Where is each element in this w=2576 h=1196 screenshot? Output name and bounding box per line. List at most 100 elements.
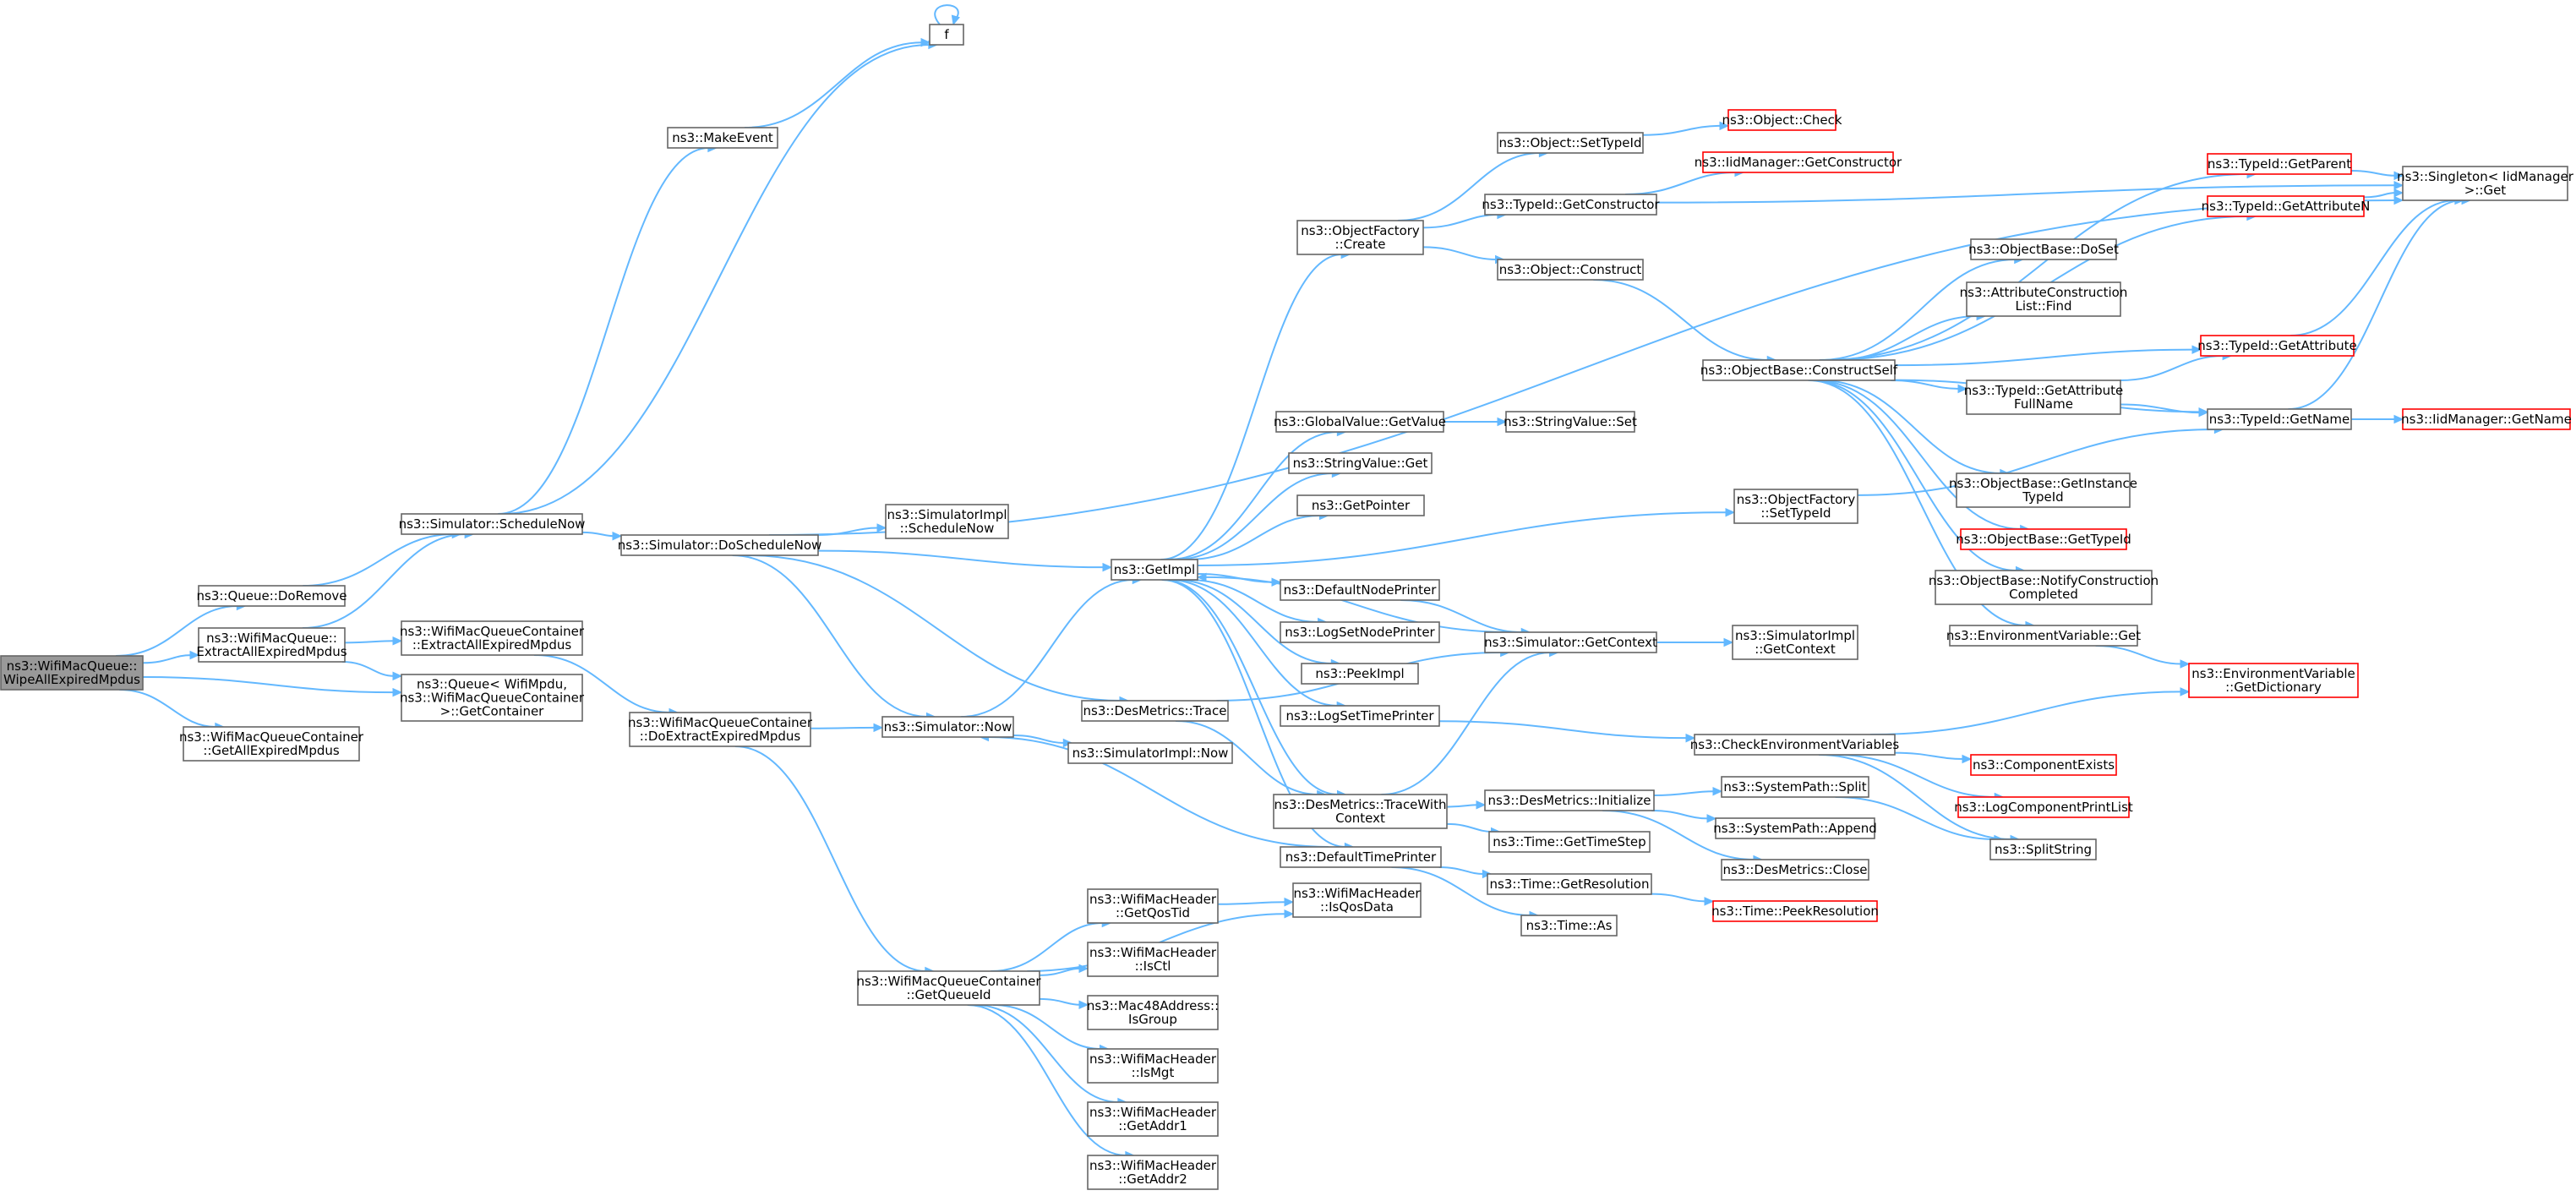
node-wmqc-extract[interactable]: ns3::WifiMacQueueContainer::ExtractAllEx… xyxy=(400,620,585,656)
node-objectbase-gettypeid[interactable]: ns3::ObjectBase::GetTypeId xyxy=(1956,528,2131,550)
node-label: ns3::MakeEvent xyxy=(672,130,773,145)
node-label: ::GetContext xyxy=(1755,642,1836,657)
node-desmetrics-initialize[interactable]: ns3::DesMetrics::Initialize xyxy=(1484,789,1655,811)
node-stringvalue-get[interactable]: ns3::StringValue::Get xyxy=(1288,452,1433,474)
node-label: ns3::Object::SetTypeId xyxy=(1499,135,1642,150)
node-logsetnodeprinter[interactable]: ns3::LogSetNodePrinter xyxy=(1280,621,1440,643)
node-wmqc-getall[interactable]: ns3::WifiMacQueueContainer::GetAllExpire… xyxy=(179,726,364,762)
node-object-settypeid[interactable]: ns3::Object::SetTypeId xyxy=(1497,132,1644,154)
node-logsettimeprinter[interactable]: ns3::LogSetTimePrinter xyxy=(1280,705,1440,727)
node-splitstring[interactable]: ns3::SplitString xyxy=(1989,838,2097,860)
node-label: ns3::AttributeConstruction xyxy=(1960,285,2128,300)
node-wmqc-doextract[interactable]: ns3::WifiMacQueueContainer::DoExtractExp… xyxy=(628,712,813,747)
node-sim-schedulenow[interactable]: ns3::Simulator::ScheduleNow xyxy=(399,513,586,535)
node-label: ::SetTypeId xyxy=(1760,505,1831,521)
node-systempath-append[interactable]: ns3::SystemPath::Append xyxy=(1713,817,1877,839)
node-label: ns3::LogComponentPrintList xyxy=(1954,800,2133,815)
node-label: ::IsQosData xyxy=(1320,899,1394,915)
node-typeid-getconstructor[interactable]: ns3::TypeId::GetConstructor xyxy=(1482,194,1660,216)
edge-line xyxy=(1651,893,1706,903)
node-object-construct[interactable]: ns3::Object::Construct xyxy=(1497,259,1644,281)
node-objectbase-doset[interactable]: ns3::ObjectBase::DoSet xyxy=(1968,238,2119,260)
node-time-gettimestep[interactable]: ns3::Time::GetTimeStep xyxy=(1488,831,1651,853)
node-wmh-ismgt[interactable]: ns3::WifiMacHeader::IsMgt xyxy=(1087,1048,1219,1084)
node-label: ::GetDictionary xyxy=(2225,680,2322,695)
edge-line xyxy=(1174,472,1334,560)
node-stringvalue-set[interactable]: ns3::StringValue::Set xyxy=(1504,411,1637,433)
node-systempath-split[interactable]: ns3::SystemPath::Split xyxy=(1721,776,1869,798)
node-objfactory-settypeid[interactable]: ns3::ObjectFactory::SetTypeId xyxy=(1733,489,1858,524)
node-makeevent[interactable]: ns3::MakeEvent xyxy=(667,127,778,149)
node-wmh-getaddr1[interactable]: ns3::WifiMacHeader::GetAddr1 xyxy=(1087,1101,1219,1137)
node-box xyxy=(1733,489,1858,524)
edge-line xyxy=(1819,380,2001,474)
node-defaulttimeprinter[interactable]: ns3::DefaultTimePrinter xyxy=(1280,846,1442,868)
node-wmh-getqostid[interactable]: ns3::WifiMacHeader::GetQosTid xyxy=(1087,888,1219,924)
node-typeid-getparent[interactable]: ns3::TypeId::GetParent xyxy=(2207,153,2352,175)
node-label: ns3::ObjectFactory xyxy=(1301,223,1420,238)
node-typeid-getname[interactable]: ns3::TypeId::GetName xyxy=(2207,408,2352,430)
node-objectbase-constructself[interactable]: ns3::ObjectBase::ConstructSelf xyxy=(1700,359,1898,381)
node-label: ns3::SimulatorImpl::Now xyxy=(1072,745,1229,761)
node-sim-now[interactable]: ns3::Simulator::Now xyxy=(881,716,1014,738)
node-label: ns3::SimulatorImpl xyxy=(887,507,1007,522)
node-sim-doschedulenow[interactable]: ns3::Simulator::DoScheduleNow xyxy=(618,534,822,556)
edge-line xyxy=(303,533,454,587)
edge-arrowhead xyxy=(1704,897,1715,906)
node-envvar-getdictionary[interactable]: ns3::EnvironmentVariable::GetDictionary xyxy=(2188,663,2359,698)
edge-queue_doremove-to-sim_schedulenow xyxy=(303,529,462,587)
node-checkenvvars[interactable]: ns3::CheckEnvironmentVariables xyxy=(1690,734,1900,756)
edge-root-to-wmqc_getall xyxy=(119,689,226,732)
node-time-as[interactable]: ns3::Time::As xyxy=(1520,915,1618,937)
node-wmh-isqosdata[interactable]: ns3::WifiMacHeader::IsQosData xyxy=(1292,882,1422,918)
node-label: ns3::LogSetTimePrinter xyxy=(1285,708,1434,724)
node-layer: ns3::WifiMacQueue::WipeAllExpiredMpdusns… xyxy=(0,24,2574,1190)
node-envvar-get[interactable]: ns3::EnvironmentVariable::Get xyxy=(1946,625,2141,647)
node-typeid-getattributen[interactable]: ns3::TypeId::GetAttributeN xyxy=(2202,195,2371,217)
edge-arrowhead xyxy=(1102,562,1113,572)
node-mac48-isgroup[interactable]: ns3::Mac48Address::IsGroup xyxy=(1087,995,1219,1030)
node-object-check[interactable]: ns3::Object::Check xyxy=(1722,109,1842,131)
node-globalvalue-getvalue[interactable]: ns3::GlobalValue::GetValue xyxy=(1274,411,1446,433)
node-singleton-get[interactable]: ns3::Singleton< IidManager>::Get xyxy=(2397,166,2574,201)
node-iidmanager-getconstructor[interactable]: ns3::IidManager::GetConstructor xyxy=(1695,151,1902,173)
node-getimpl[interactable]: ns3::GetImpl xyxy=(1111,559,1198,581)
node-componentexists[interactable]: ns3::ComponentExists xyxy=(1970,754,2117,776)
node-desmetrics-close[interactable]: ns3::DesMetrics::Close xyxy=(1721,859,1869,881)
node-wmh-getaddr2[interactable]: ns3::WifiMacHeader::GetAddr2 xyxy=(1087,1155,1219,1190)
node-typeid-getattribute[interactable]: ns3::TypeId::GetAttribute xyxy=(2197,335,2357,357)
node-simimpl-schedulenow[interactable]: ns3::SimulatorImpl::ScheduleNow xyxy=(885,504,1009,539)
node-iidmanager-getname[interactable]: ns3::IidManager::GetName xyxy=(2401,408,2572,430)
node-wmh-isctl[interactable]: ns3::WifiMacHeader::IsCtl xyxy=(1087,942,1219,977)
edge-arrowhead xyxy=(2393,180,2404,190)
node-f[interactable]: f xyxy=(929,24,964,46)
node-objectbase-notifyconstructioncompleted[interactable]: ns3::ObjectBase::NotifyConstructionCompl… xyxy=(1929,570,2158,605)
node-queue-doremove[interactable]: ns3::Queue::DoRemove xyxy=(197,585,347,607)
node-getpointer[interactable]: ns3::GetPointer xyxy=(1296,494,1425,516)
edge-arrowhead xyxy=(2198,407,2209,418)
node-objfactory-create[interactable]: ns3::ObjectFactory::Create xyxy=(1296,220,1424,255)
edge-line xyxy=(344,640,395,644)
edge-line xyxy=(1869,691,2182,735)
node-box xyxy=(629,712,811,747)
node-wmqc-getqueueid[interactable]: ns3::WifiMacQueueContainer::GetQueueId xyxy=(856,970,1041,1006)
node-time-getresolution[interactable]: ns3::Time::GetResolution xyxy=(1487,873,1652,895)
node-time-peekresolution[interactable]: ns3::Time::PeekResolution xyxy=(1711,900,1879,922)
node-queue-getcontainer[interactable]: ns3::Queue< WifiMpdu,ns3::WifiMacQueueCo… xyxy=(400,674,585,722)
edge-arrowhead xyxy=(2191,345,2202,354)
node-wmq-extract[interactable]: ns3::WifiMacQueue::ExtractAllExpiredMpdu… xyxy=(196,627,347,663)
node-root[interactable]: ns3::WifiMacQueue::WipeAllExpiredMpdus xyxy=(0,655,144,691)
node-desmetrics-trace[interactable]: ns3::DesMetrics::Trace xyxy=(1081,700,1229,722)
node-sim-getcontext[interactable]: ns3::Simulator::GetContext xyxy=(1484,631,1657,653)
node-logcomponentprintlist[interactable]: ns3::LogComponentPrintList xyxy=(1954,796,2133,818)
node-simimpl-getcontext[interactable]: ns3::SimulatorImpl::GetContext xyxy=(1732,625,1858,660)
edge-arrowhead xyxy=(2180,659,2191,669)
node-peekimpl[interactable]: ns3::PeekImpl xyxy=(1301,663,1419,685)
node-simimpl-now[interactable]: ns3::SimulatorImpl::Now xyxy=(1067,742,1233,764)
node-defaultnodeprinter[interactable]: ns3::DefaultNodePrinter xyxy=(1280,579,1440,601)
edge-arrowhead xyxy=(2180,687,2191,696)
